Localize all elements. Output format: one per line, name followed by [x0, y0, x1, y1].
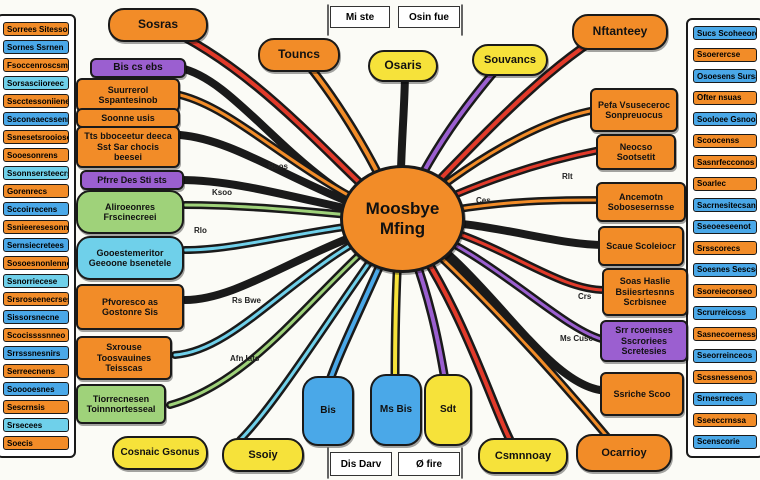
right-outline-row[interactable]: Sasnecoerness	[693, 327, 757, 341]
branch-tag-9: Crs	[578, 292, 592, 301]
left-outline-row[interactable]: Srrsssnesnirs	[3, 346, 69, 360]
right-outline-row[interactable]: Scssnessenos	[693, 370, 757, 384]
node-left-orange-3[interactable]: Tts bboceetur deeca Sst Sar chocis beese…	[76, 126, 180, 168]
node-right-orange-4[interactable]: Scaue Scoleiocr	[598, 226, 684, 266]
central-topic[interactable]: Moosbye Mfing	[340, 165, 465, 273]
node-bottom-pill-2[interactable]: Ssoiy	[222, 438, 304, 472]
node-left-orange-1[interactable]: Suurrerol Sspantesinob	[76, 78, 180, 112]
left-outline-row[interactable]: Sooooesnes	[3, 382, 69, 396]
node-top-orange[interactable]: Touncs	[258, 38, 340, 72]
branch-tag-7: Rlt	[562, 172, 573, 181]
node-left-orange-5[interactable]: Sxrouse Toosvauines Teisscas	[76, 336, 172, 380]
right-outline-row[interactable]: Sasnrfecconos	[693, 155, 757, 169]
right-outline-row[interactable]: Scoocenss	[693, 133, 757, 148]
node-left-cyan[interactable]: Gooestemeritor Geeoone bsenetele	[76, 236, 184, 280]
left-outline-row[interactable]: Sooesonrens	[3, 148, 69, 162]
left-outline-row[interactable]: Scocissssnneo	[3, 328, 69, 342]
node-bottom-yellow[interactable]: Sdt	[424, 374, 472, 446]
right-outline-row[interactable]: Osoesens Sursa	[693, 69, 757, 83]
left-outline-row[interactable]: Gorenrecs	[3, 184, 69, 198]
node-left-purple-top[interactable]: Bis cs ebs	[90, 58, 186, 78]
right-outline-row[interactable]: Sacrnesitecsan	[693, 198, 757, 212]
left-outline-row[interactable]: Fsoccenroscsmnec	[3, 58, 69, 72]
bottom-right-label: Ø fire	[398, 452, 460, 476]
node-top-right[interactable]: Nftanteey	[572, 14, 668, 50]
node-bottom-cyan-mid[interactable]: Ms Bis	[370, 374, 422, 446]
node-bottom-right-pill[interactable]: Ocarrioy	[576, 434, 672, 472]
node-right-orange-3[interactable]: Ancemotn Sobosesernsse	[596, 182, 686, 222]
node-bottom-blue[interactable]: Bis	[302, 376, 354, 446]
central-topic-line1: Moosbye	[365, 199, 440, 219]
branch-tag-5: Rs Bwe	[232, 296, 261, 305]
node-left-green-1[interactable]: Aliroeonres Frscinecreei	[76, 190, 184, 234]
right-outline-row[interactable]: Sucs Scoheeorces	[693, 26, 757, 40]
right-outline-row[interactable]: Ssoerercse	[693, 47, 757, 62]
left-outline-row[interactable]: Sornes Ssrnen	[3, 40, 69, 54]
branch-tag-2: Rlo	[194, 226, 207, 235]
node-bottom-yellow-pill[interactable]: Csmnnoay	[478, 438, 568, 474]
branch-tag-4: Afn Iats	[230, 354, 260, 363]
right-outline-row[interactable]: Sooloee Gsnoos	[693, 112, 757, 126]
left-outline-row[interactable]: Srsroseenecrses	[3, 292, 69, 306]
branch-tag-6: Ms Cuse	[560, 334, 593, 343]
right-outline-row[interactable]: Ssoreiecorseo	[693, 284, 757, 298]
left-outline-row[interactable]: Ssnieeresesonne	[3, 220, 69, 234]
left-outline-row[interactable]: Sorsasciioreec	[3, 76, 69, 90]
branch-tag-1: Ksoo	[212, 188, 232, 197]
node-left-orange-2[interactable]: Soonne usis	[76, 108, 180, 128]
right-outline-row[interactable]: Sseoeeseenot	[693, 219, 757, 234]
left-outline-row[interactable]: Ssnesetsrooioses	[3, 130, 69, 144]
left-outline-row[interactable]: Sscctessoniienecn	[3, 94, 69, 108]
top-left-label: Mi ste	[330, 6, 390, 28]
central-topic-line2: Mfing	[379, 219, 426, 238]
right-outline-row[interactable]: Soesnes Sescseleess	[693, 262, 757, 277]
right-outline-row[interactable]: Sseeccrnssa	[693, 413, 757, 427]
left-outline-row[interactable]: Ssnorriecese	[3, 274, 69, 288]
left-outline-row[interactable]: Sernsiecretees	[3, 238, 69, 252]
left-outline-row[interactable]: Serreecnens	[3, 364, 69, 378]
left-outline-row[interactable]: Sccoirrecens	[3, 202, 69, 216]
node-right-orange-2[interactable]: Neocso Sootsetit	[596, 134, 676, 170]
node-top-yellow-right[interactable]: Souvancs	[472, 44, 548, 76]
node-left-orange-4[interactable]: Pfvoresco as Gostonre Sis	[76, 284, 184, 330]
node-right-orange-1[interactable]: Pefa Vsuseceroc Sonpreuocus	[590, 88, 678, 132]
left-outline-row[interactable]: Soecis	[3, 436, 69, 450]
left-outline-row[interactable]: Sescrnsis	[3, 400, 69, 414]
right-outline-row[interactable]: Srnesrreces	[693, 391, 757, 406]
right-outline-row[interactable]: Soarlec	[693, 176, 757, 191]
top-right-label: Osin fue	[398, 6, 460, 28]
right-outline-panel: Sucs ScoheeorcesSsoerercseOsoesens Sursa…	[686, 18, 760, 458]
right-outline-row[interactable]: Ofter nsuas	[693, 90, 757, 105]
branch-tag-8: Ces	[476, 196, 491, 205]
left-outline-row[interactable]: Srsecees	[3, 418, 69, 432]
left-outline-row[interactable]: Sorrees Sitesso	[3, 22, 69, 36]
branch-tag-3: Roos	[268, 162, 288, 171]
node-left-purple-mid[interactable]: Pfrre Des Sti sts	[80, 170, 184, 190]
left-outline-row[interactable]: Sosoesnonlenne	[3, 256, 69, 270]
bottom-left-label: Dis Darv	[330, 452, 392, 476]
left-outline-row[interactable]: Ssconeaecssenns	[3, 112, 69, 126]
right-outline-row[interactable]: Scrurreicoss	[693, 305, 757, 320]
node-bottom-pill-1[interactable]: Cosnaic Gsonus	[112, 436, 208, 470]
node-right-orange-6[interactable]: Ssriche Scoo	[600, 372, 684, 416]
node-right-purple[interactable]: Srr rcoemses Sscroriees Scretesies	[600, 320, 688, 362]
left-outline-row[interactable]: Ssonnsersteecrs	[3, 166, 69, 180]
node-top-yellow[interactable]: Osaris	[368, 50, 438, 82]
right-outline-row[interactable]: Srsscorecs	[693, 241, 757, 255]
right-outline-row[interactable]: Scenscorie	[693, 434, 757, 449]
left-outline-row[interactable]: Sissorsnecne	[3, 310, 69, 324]
node-right-orange-5[interactable]: Soas Haslie Bsiiesrtesnns Scrbisnee	[602, 268, 688, 316]
node-top-left[interactable]: Sosras	[108, 8, 208, 42]
node-left-green-2[interactable]: Tiorrecnesen Toinnnortesseal	[76, 384, 166, 424]
right-outline-row[interactable]: Sseorreinceos	[693, 348, 757, 363]
